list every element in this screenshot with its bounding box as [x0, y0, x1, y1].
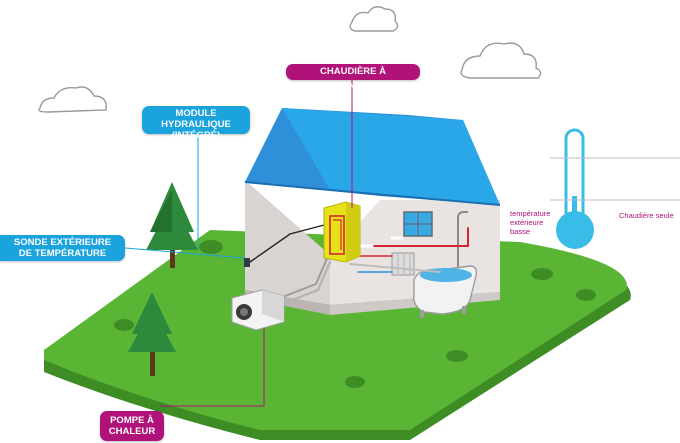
label-chaudiere-condensation: CHAUDIÈRE À CONDENSATION [286, 64, 420, 93]
label-leaders [124, 80, 353, 407]
note-line: basse [510, 227, 531, 236]
thermometer-icon [550, 128, 680, 249]
pipes [249, 223, 469, 305]
label-module-hydraulique: MODULE HYDRAULIQUE (INTÉGRÉ) [142, 106, 250, 141]
radiator [391, 252, 415, 276]
label-text: MODULE HYDRAULIQUE [161, 108, 231, 130]
window [403, 211, 433, 237]
note-line: température [510, 209, 551, 218]
note-chaudiere-seule: Chaudière seule [619, 211, 679, 220]
heat-pump-unit [231, 289, 285, 331]
label-text: DE TEMPÉRATURE [18, 248, 107, 259]
note-line: extérieure [510, 218, 544, 227]
label-sonde-exterieure: SONDE EXTÉRIEURE DE TEMPÉRATURE [0, 235, 125, 261]
label-text: CHAUDIÈRE À CONDENSATION [314, 66, 392, 93]
tree [128, 292, 176, 376]
bush [114, 240, 596, 388]
temperature-sensor [244, 258, 250, 267]
note-temperature-basse: température extérieure basse [510, 209, 560, 236]
label-text: (INTÉGRÉ) [171, 130, 221, 141]
tree [146, 182, 198, 268]
cloud-icon [349, 6, 399, 32]
cloud-icon [460, 42, 542, 79]
cloud-icon [38, 86, 107, 113]
boiler [323, 201, 361, 263]
label-text: SONDE EXTÉRIEURE [13, 237, 112, 248]
label-pompe-a-chaleur: POMPE À CHALEUR [100, 411, 164, 441]
note-line: Chaudière seule [619, 211, 674, 220]
label-text: CHALEUR [108, 426, 156, 437]
label-text: POMPE À [110, 415, 154, 426]
